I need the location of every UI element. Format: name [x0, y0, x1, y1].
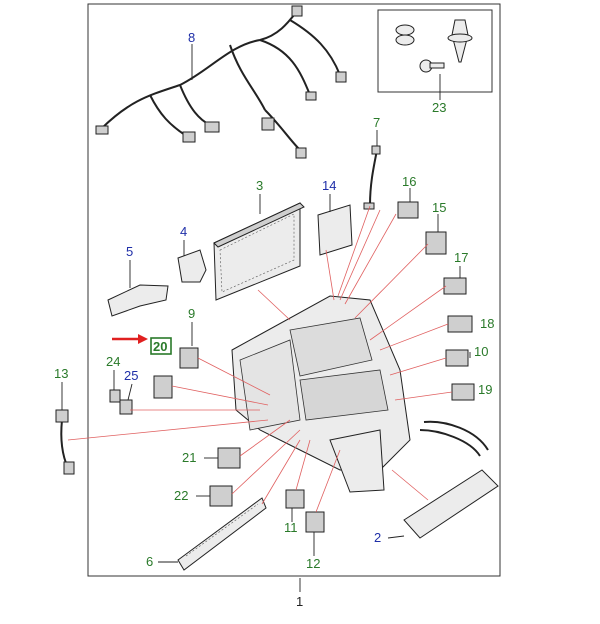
label-24[interactable]: 24 [106, 354, 120, 369]
actuator-part-17[interactable] [443, 277, 467, 295]
label-25[interactable]: 25 [124, 368, 138, 383]
sensor-part-13[interactable] [55, 409, 75, 475]
label-14[interactable]: 14 [322, 178, 336, 193]
label-7[interactable]: 7 [373, 115, 380, 130]
sensor-part-7[interactable] [363, 145, 381, 210]
label-1[interactable]: 1 [296, 594, 303, 609]
actuator-part-20[interactable] [153, 375, 173, 399]
diagram-frame [87, 3, 501, 577]
label-13[interactable]: 13 [54, 366, 68, 381]
label-9[interactable]: 9 [188, 306, 195, 321]
actuator-part-16[interactable] [397, 201, 419, 219]
actuator-part-22[interactable] [209, 485, 233, 507]
label-15[interactable]: 15 [432, 200, 446, 215]
fasteners-part-23[interactable] [395, 19, 473, 73]
actuator-part-10[interactable] [445, 349, 469, 367]
label-8[interactable]: 8 [188, 30, 195, 45]
actuator-part-9[interactable] [179, 347, 199, 369]
red-leader-lines [67, 205, 453, 513]
label-20[interactable]: 20 [153, 339, 167, 354]
clip-part-24[interactable] [109, 389, 121, 403]
label-10[interactable]: 10 [474, 344, 488, 359]
bracket-part-14[interactable] [317, 204, 353, 256]
filter-part-6[interactable] [177, 497, 267, 571]
clip-part-25[interactable] [119, 399, 133, 415]
label-21[interactable]: 21 [182, 450, 196, 465]
highlight-arrow [112, 334, 148, 344]
label-4[interactable]: 4 [180, 224, 187, 239]
actuator-part-18[interactable] [447, 315, 473, 333]
label-2[interactable]: 2 [374, 530, 381, 545]
label-19[interactable]: 19 [478, 382, 492, 397]
label-18[interactable]: 18 [480, 316, 494, 331]
actuator-part-21[interactable] [217, 447, 241, 469]
actuator-part-15[interactable] [425, 231, 447, 255]
label-11[interactable]: 11 [284, 520, 298, 535]
actuator-part-12[interactable] [305, 511, 325, 533]
label-12[interactable]: 12 [306, 556, 320, 571]
actuator-part-11[interactable] [285, 489, 305, 509]
label-3[interactable]: 3 [256, 178, 263, 193]
label-5[interactable]: 5 [126, 244, 133, 259]
hvac-housing-part-1[interactable] [231, 295, 411, 493]
callout-labels: 1 2 3 4 5 6 7 8 9 10 11 12 13 14 15 16 1… [54, 30, 494, 609]
label-22[interactable]: 22 [174, 488, 188, 503]
label-17[interactable]: 17 [454, 250, 468, 265]
fastener-inset-box [377, 9, 493, 93]
wiring-harness-part-8[interactable] [95, 5, 347, 159]
seal-part-4[interactable] [177, 249, 207, 283]
heater-core-part-2[interactable] [403, 420, 499, 539]
actuator-part-19[interactable] [451, 383, 475, 401]
evaporator-part-3[interactable] [213, 202, 305, 301]
duct-part-5[interactable] [107, 284, 169, 317]
label-6[interactable]: 6 [146, 554, 153, 569]
highlight-box-20 [150, 337, 172, 355]
label-16[interactable]: 16 [402, 174, 416, 189]
label-leader-lines [61, 44, 471, 592]
label-23[interactable]: 23 [432, 100, 446, 115]
